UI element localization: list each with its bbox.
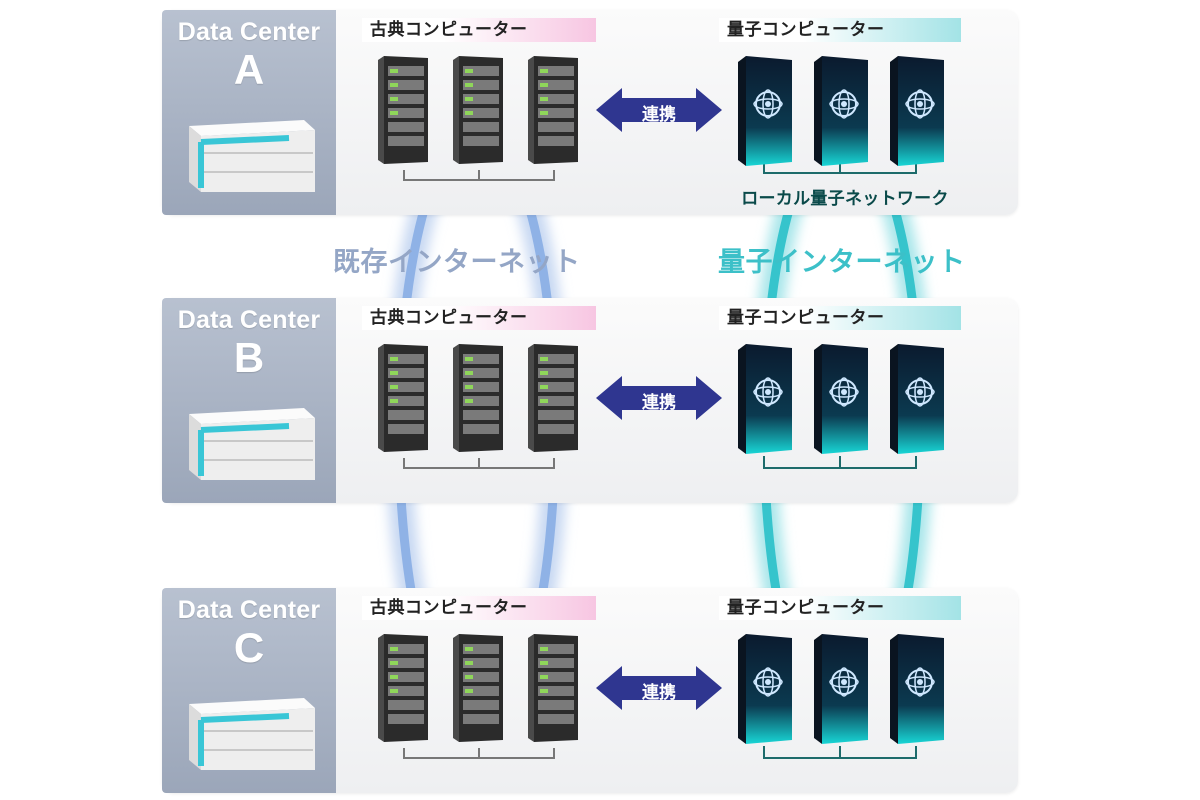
link-arrow — [596, 666, 722, 710]
classical-server-rack — [378, 634, 428, 742]
quantum-computer-rack — [738, 344, 792, 454]
classical-server-rack — [378, 56, 428, 164]
classical-server-rack — [528, 56, 578, 164]
data-center-title: Data Center — [177, 596, 321, 624]
data-center-title: Data Center — [177, 18, 321, 46]
data-center-letter: C — [233, 624, 265, 671]
classical-server-rack — [453, 56, 503, 164]
link-label: 連携 — [642, 393, 676, 413]
local-quantum-network-label: ローカル量子ネットワーク — [741, 189, 949, 209]
data-center-server-icon — [189, 120, 315, 192]
classical-computer-label: 古典コンピューター — [362, 306, 596, 330]
classical-server-rack — [453, 634, 503, 742]
quantum-computer-rack — [814, 634, 868, 744]
data-center-row-a: Data Center A 古典コンピューター 量子コンピューター — [162, 10, 1018, 215]
data-center-letter: B — [233, 334, 265, 381]
data-center-badge: Data Center A — [162, 10, 336, 215]
quantum-computer-rack — [738, 56, 792, 166]
link-arrow — [596, 88, 722, 132]
quantum-internet-label: 量子インターネット — [718, 247, 966, 278]
quantum-computer-label: 量子コンピューター — [719, 596, 961, 620]
data-center-server-icon — [189, 698, 315, 770]
classical-computer-label: 古典コンピューター — [362, 596, 596, 620]
quantum-computer-rack — [814, 344, 868, 454]
lan-lines — [403, 746, 917, 759]
data-center-badge: Data Center B — [162, 298, 336, 503]
data-center-server-icon — [189, 408, 315, 480]
data-center-row-b: Data Center B 古典コンピューター 量子コンピューター — [162, 298, 1018, 503]
quantum-computer-rack — [738, 634, 792, 744]
link-label: 連携 — [642, 683, 676, 703]
classical-server-rack — [528, 344, 578, 452]
data-center-row-c: Data Center C 古典コンピューター 量子コンピューター — [162, 588, 1018, 793]
classical-server-rack — [528, 634, 578, 742]
classical-internet-label: 既存インターネット — [333, 247, 581, 278]
classical-server-rack — [378, 344, 428, 452]
quantum-computer-rack — [890, 344, 944, 454]
link-label: 連携 — [642, 105, 676, 125]
link-arrow — [596, 376, 722, 420]
quantum-computer-rack — [814, 56, 868, 166]
data-center-letter: A — [233, 46, 265, 93]
lan-lines — [403, 456, 917, 469]
classical-server-rack — [453, 344, 503, 452]
classical-computer-label: 古典コンピューター — [362, 18, 596, 42]
quantum-computer-label: 量子コンピューター — [719, 18, 961, 42]
data-center-title: Data Center — [177, 306, 321, 334]
quantum-computer-label: 量子コンピューター — [719, 306, 961, 330]
data-center-badge: Data Center C — [162, 588, 336, 793]
quantum-computer-rack — [890, 56, 944, 166]
quantum-computer-rack — [890, 634, 944, 744]
